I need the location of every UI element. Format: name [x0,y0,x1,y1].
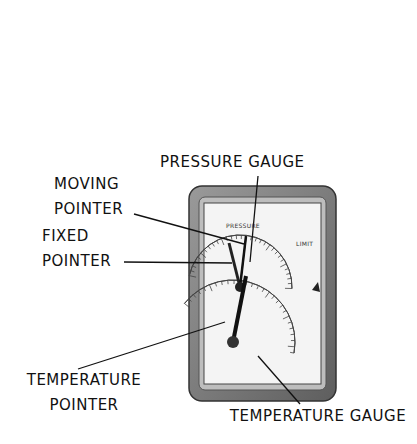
dial-tick [276,300,279,303]
leader-line [258,356,300,404]
dial-tick [231,236,233,240]
dial-tick [271,248,274,251]
dial-tick [191,271,195,272]
dial-tick [209,285,212,291]
dial-tick [227,280,228,284]
dial-tick [289,327,293,329]
dial-tick [285,288,292,289]
dial-tick [272,296,275,299]
dial-tick [184,303,189,307]
dial-text: LIMIT [296,240,320,247]
dial-tick [201,253,206,258]
dial-tick [286,273,290,274]
dial-tick [291,340,295,341]
dial-tick [288,322,292,323]
dial-tick [189,276,196,278]
dial-tick [221,281,223,285]
part-label: PRESSURE GAUGE [160,150,320,175]
dial-tick [217,241,219,245]
leader-line [250,176,258,262]
dial-tick [221,238,224,245]
dial-tick [290,352,294,354]
dial-tick [280,264,286,267]
dial-tick [262,288,264,291]
leader-line [124,262,232,263]
dial-tick [193,294,196,297]
dial-tick [198,291,200,294]
temperature-pivot [227,336,239,348]
dial-tick [288,346,295,348]
part-label: MOVING POINTER [54,172,144,222]
dial-tick [189,299,192,302]
dial-tick [281,259,284,261]
dial-text: PRESSURE [226,222,276,229]
part-label: FIXED POINTER [42,224,128,274]
leader-line [134,214,244,244]
dial-tick [283,310,286,312]
dial-tick [278,255,281,257]
part-label: TEMPERATURE POINTER [4,368,164,418]
dial-tick [266,245,270,251]
dial-tick [198,257,201,259]
dial-tick [251,283,252,287]
dial-tick [215,283,216,287]
leader-line [78,322,225,369]
dial-tick [283,316,289,319]
dial-tick [212,243,214,246]
dial-tick [291,334,295,336]
part-label: TEMPERATURE GAUGE [228,404,408,429]
dial-tick [285,268,289,269]
gauge-case [189,186,336,401]
dial-tick [264,242,266,245]
dial-tick [208,246,210,249]
temperature-pointer [233,276,246,342]
fixed-pointer [229,243,240,287]
dial-tick [280,305,283,307]
limit-marker [312,282,320,292]
gauge-face [204,203,321,384]
dial-tick [192,266,196,268]
dial-tick [265,292,269,298]
dial-tick [257,286,259,290]
dial-tick [204,287,206,291]
dial-tick [275,251,278,254]
dial-tick [255,238,256,242]
dial-tick [241,235,242,239]
dial-tick [234,280,235,284]
dial-tick [204,249,207,252]
dial-tick [260,240,262,244]
dial-tick [288,283,292,284]
dial-tick [236,235,237,239]
dial-tick [287,278,291,280]
